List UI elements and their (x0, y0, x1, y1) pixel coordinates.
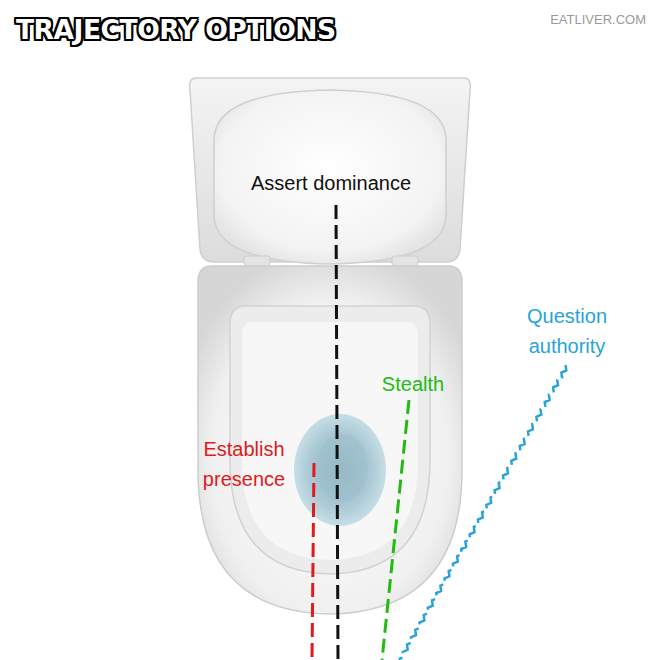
trajectory-line (382, 400, 409, 660)
trajectory-label: Question authority (507, 301, 627, 361)
lid (214, 90, 446, 264)
trajectory-label: Establish presence (188, 434, 300, 494)
trajectory-label: Assert dominance (251, 168, 411, 198)
trajectory-line (336, 205, 338, 660)
water-center (316, 434, 368, 502)
watermark: EATLIVER.COM (550, 12, 646, 28)
trajectory-label: Stealth (382, 369, 444, 399)
title: TRAJECTORY OPTIONS (16, 14, 336, 46)
hinge (392, 256, 418, 266)
hinge (244, 256, 270, 266)
water (294, 414, 386, 526)
trajectory-line (399, 365, 567, 659)
trajectory-line (312, 463, 314, 660)
